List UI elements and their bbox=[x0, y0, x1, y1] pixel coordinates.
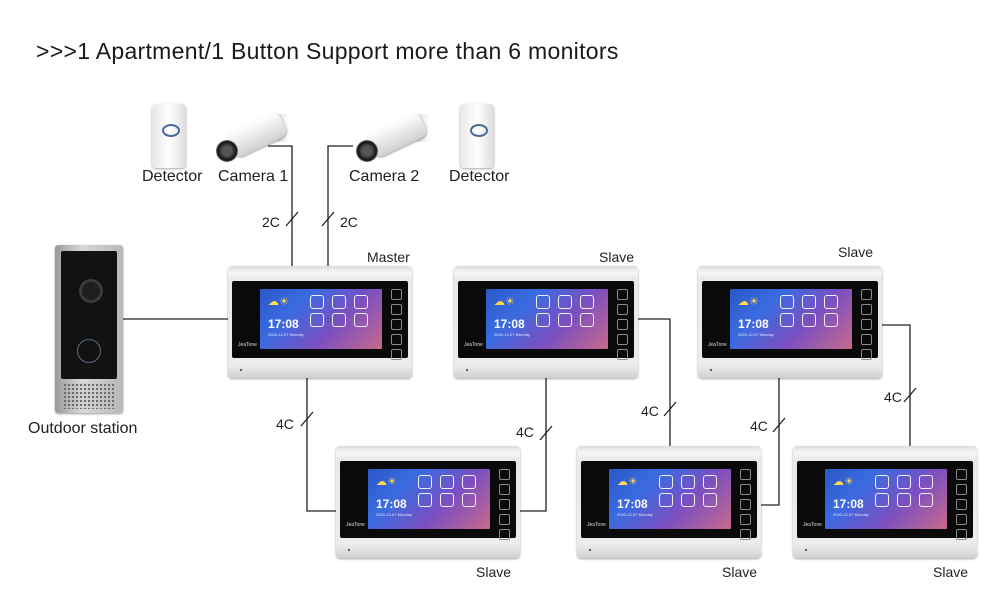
screen-date: 2020-12-07 Monday bbox=[738, 332, 774, 337]
detector-icon bbox=[460, 104, 494, 168]
monitor-screen: ☁☀ 17:08 2020-12-07 Monday bbox=[486, 289, 608, 349]
weather-icon: ☁☀ bbox=[617, 476, 638, 488]
monitor-slave-bottom-left: ☁☀ 17:08 2020-12-07 Monday JeaTone bbox=[336, 446, 520, 558]
wire-label-camera-2: 2C bbox=[340, 214, 358, 230]
brand-logo: JeaTone bbox=[587, 522, 606, 528]
monitor-slave-top-right: ☁☀ 17:08 2020-12-07 Monday JeaTone bbox=[698, 266, 882, 378]
detector-icon bbox=[152, 104, 186, 168]
screen-time: 17:08 bbox=[376, 497, 407, 511]
page-title: >>>1 Apartment/1 Button Support more tha… bbox=[36, 38, 619, 64]
detector-right-label: Detector bbox=[449, 168, 510, 185]
monitor-screen: ☁☀ 17:08 2020-12-07 Monday bbox=[260, 289, 382, 349]
wire-label-slave-link-4: 4C bbox=[884, 389, 902, 405]
brand-logo: JeaTone bbox=[238, 342, 257, 348]
weather-icon: ☁☀ bbox=[494, 296, 515, 308]
wire-bottom-mid-top-right bbox=[760, 378, 780, 506]
screen-time: 17:08 bbox=[617, 497, 648, 511]
weather-icon: ☁☀ bbox=[376, 476, 397, 488]
monitor-slave-top-mid: ☁☀ 17:08 2020-12-07 Monday JeaTone bbox=[454, 266, 638, 378]
slave-bottom-left-label: Slave bbox=[476, 564, 512, 580]
wire-label-slave-link-3: 4C bbox=[750, 418, 768, 434]
wire-camera-1 bbox=[268, 145, 293, 266]
monitor-keys bbox=[861, 289, 872, 360]
monitor-keys bbox=[499, 469, 510, 540]
monitor-screen: ☁☀ 17:08 2020-12-07 Monday bbox=[609, 469, 731, 529]
screen-time: 17:08 bbox=[833, 497, 864, 511]
wire-top-mid-bottom-mid bbox=[638, 318, 671, 446]
wire-bottom-left-top-mid bbox=[519, 378, 547, 512]
camera-2-label: Camera 2 bbox=[349, 168, 420, 185]
camera-icon bbox=[212, 108, 292, 168]
monitor-slave-bottom-mid: ☁☀ 17:08 2020-12-07 Monday JeaTone bbox=[577, 446, 761, 558]
monitor-keys bbox=[740, 469, 751, 540]
screen-date: 2020-12-07 Monday bbox=[617, 512, 653, 517]
monitor-master: ☁☀ 17:08 2020-12-07 Monday JeaTone bbox=[228, 266, 412, 378]
wire-camera-2 bbox=[327, 145, 353, 266]
brand-logo: JeaTone bbox=[346, 522, 365, 528]
screen-date: 2020-12-07 Monday bbox=[494, 332, 530, 337]
wire-label-slave-link-1: 4C bbox=[516, 424, 534, 440]
camera-icon bbox=[352, 108, 432, 168]
slave-bottom-right-label: Slave bbox=[933, 564, 969, 580]
monitor-screen: ☁☀ 17:08 2020-12-07 Monday bbox=[730, 289, 852, 349]
slave-bottom-mid-label: Slave bbox=[722, 564, 758, 580]
slave-top-mid-label: Slave bbox=[599, 249, 635, 265]
weather-icon: ☁☀ bbox=[268, 296, 289, 308]
weather-icon: ☁☀ bbox=[833, 476, 854, 488]
outdoor-station-label: Outdoor station bbox=[28, 420, 138, 437]
brand-logo: JeaTone bbox=[708, 342, 727, 348]
screen-date: 2020-12-07 Monday bbox=[833, 512, 869, 517]
monitor-slave-bottom-right: ☁☀ 17:08 2020-12-07 Monday JeaTone bbox=[793, 446, 977, 558]
screen-date: 2020-12-07 Monday bbox=[376, 512, 412, 517]
brand-logo: JeaTone bbox=[803, 522, 822, 528]
outdoor-station-icon bbox=[55, 245, 123, 413]
weather-icon: ☁☀ bbox=[738, 296, 759, 308]
monitor-screen: ☁☀ 17:08 2020-12-07 Monday bbox=[825, 469, 947, 529]
monitor-keys bbox=[391, 289, 402, 360]
monitor-keys bbox=[617, 289, 628, 360]
wire-label-camera-1: 2C bbox=[262, 214, 280, 230]
wire-label-slave-link-2: 4C bbox=[641, 403, 659, 419]
wire-top-right-bottom-right bbox=[882, 324, 911, 446]
detector-left-label: Detector bbox=[142, 168, 203, 185]
screen-time: 17:08 bbox=[738, 317, 769, 331]
monitor-screen: ☁☀ 17:08 2020-12-07 Monday bbox=[368, 469, 490, 529]
screen-date: 2020-12-07 Monday bbox=[268, 332, 304, 337]
slave-top-right-label: Slave bbox=[838, 244, 874, 260]
screen-time: 17:08 bbox=[494, 317, 525, 331]
wire-label-master-slave: 4C bbox=[276, 416, 294, 432]
monitor-keys bbox=[956, 469, 967, 540]
camera-1-label: Camera 1 bbox=[218, 168, 289, 185]
screen-time: 17:08 bbox=[268, 317, 299, 331]
master-label: Master bbox=[367, 249, 410, 265]
brand-logo: JeaTone bbox=[464, 342, 483, 348]
wire-master-bottom-left bbox=[306, 378, 336, 512]
